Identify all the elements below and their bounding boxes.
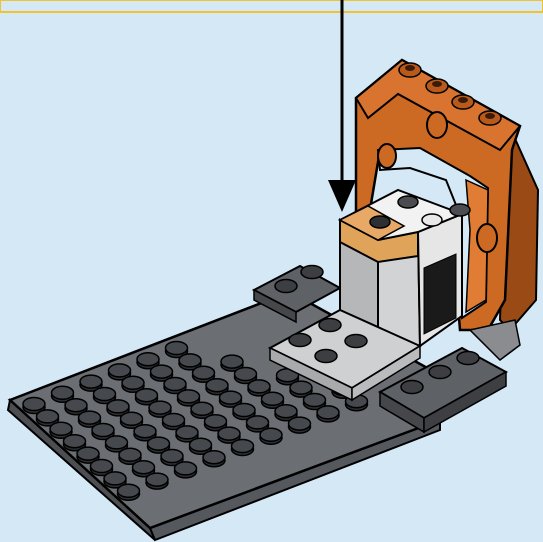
baseplate-stud-top — [179, 354, 201, 367]
baseplate-stud-top — [304, 394, 326, 407]
baseplate-stud-top — [107, 400, 129, 413]
baseplate-stud-top — [119, 448, 141, 461]
baseplate-stud-top — [151, 365, 173, 378]
baseplate-stud-top — [133, 461, 155, 474]
baseplate-stud-top — [218, 427, 240, 440]
baseplate-stud-top — [79, 411, 101, 424]
baseplate-stud-top — [94, 388, 116, 401]
baseplate-stud-top — [235, 368, 257, 381]
baseplate-stud-top — [247, 416, 269, 429]
baseplate-stud-top — [262, 392, 284, 405]
baseplate-stud-top — [205, 415, 227, 428]
baseplate-stud-top — [166, 342, 188, 355]
baseplate-stud-top — [290, 381, 312, 394]
baseplate-stud-top — [163, 414, 185, 427]
baseplate-stud-top — [23, 398, 45, 411]
baseplate-stud-top — [190, 438, 212, 451]
baseplate-stud-top — [137, 353, 159, 366]
baseplate-stud-top — [221, 355, 243, 368]
baseplate-stud-top — [178, 390, 200, 403]
baseplate-stud-top — [248, 380, 270, 393]
baseplate-stud-top — [64, 435, 86, 448]
baseplate-stud-top — [203, 451, 225, 464]
baseplate-stud-top — [104, 472, 126, 485]
baseplate-stud-top — [50, 422, 72, 435]
baseplate-stud-top — [191, 402, 213, 415]
baseplate-stud-top — [317, 406, 339, 419]
baseplate-stud-top — [149, 401, 171, 414]
baseplate-stud-top — [109, 364, 131, 377]
baseplate-stud-top — [148, 437, 170, 450]
baseplate-stud-top — [122, 376, 144, 389]
baseplate-stud-top — [161, 450, 183, 463]
baseplate-stud-top — [275, 405, 297, 418]
baseplate-stud-top — [92, 424, 114, 437]
baseplate-stud-top — [106, 436, 128, 449]
baseplate-stud-top — [260, 428, 282, 441]
top-border — [0, 0, 543, 12]
baseplate-stud-top — [206, 379, 228, 392]
baseplate-stud-top — [146, 473, 168, 486]
baseplate-stud-top — [91, 460, 113, 473]
baseplate-stud-top — [233, 404, 255, 417]
baseplate-stud-top — [289, 417, 311, 430]
baseplate-stud-top — [118, 484, 140, 497]
baseplate-stud-top — [164, 378, 186, 391]
baseplate-stud-top — [175, 462, 197, 475]
baseplate-stud-top — [37, 410, 59, 423]
baseplate-stud-top — [136, 389, 158, 402]
baseplate-stud-top — [134, 425, 156, 438]
baseplate-stud-top — [193, 366, 215, 379]
baseplate-stud-top — [220, 391, 242, 404]
baseplate-stud-top — [77, 447, 99, 460]
baseplate-stud-top — [80, 375, 102, 388]
baseplate-stud-top — [176, 426, 198, 439]
baseplate-stud-top — [121, 412, 143, 425]
baseplate-stud-top — [232, 440, 254, 453]
baseplate-stud-top — [65, 399, 87, 412]
baseplate-stud-top — [52, 386, 74, 399]
